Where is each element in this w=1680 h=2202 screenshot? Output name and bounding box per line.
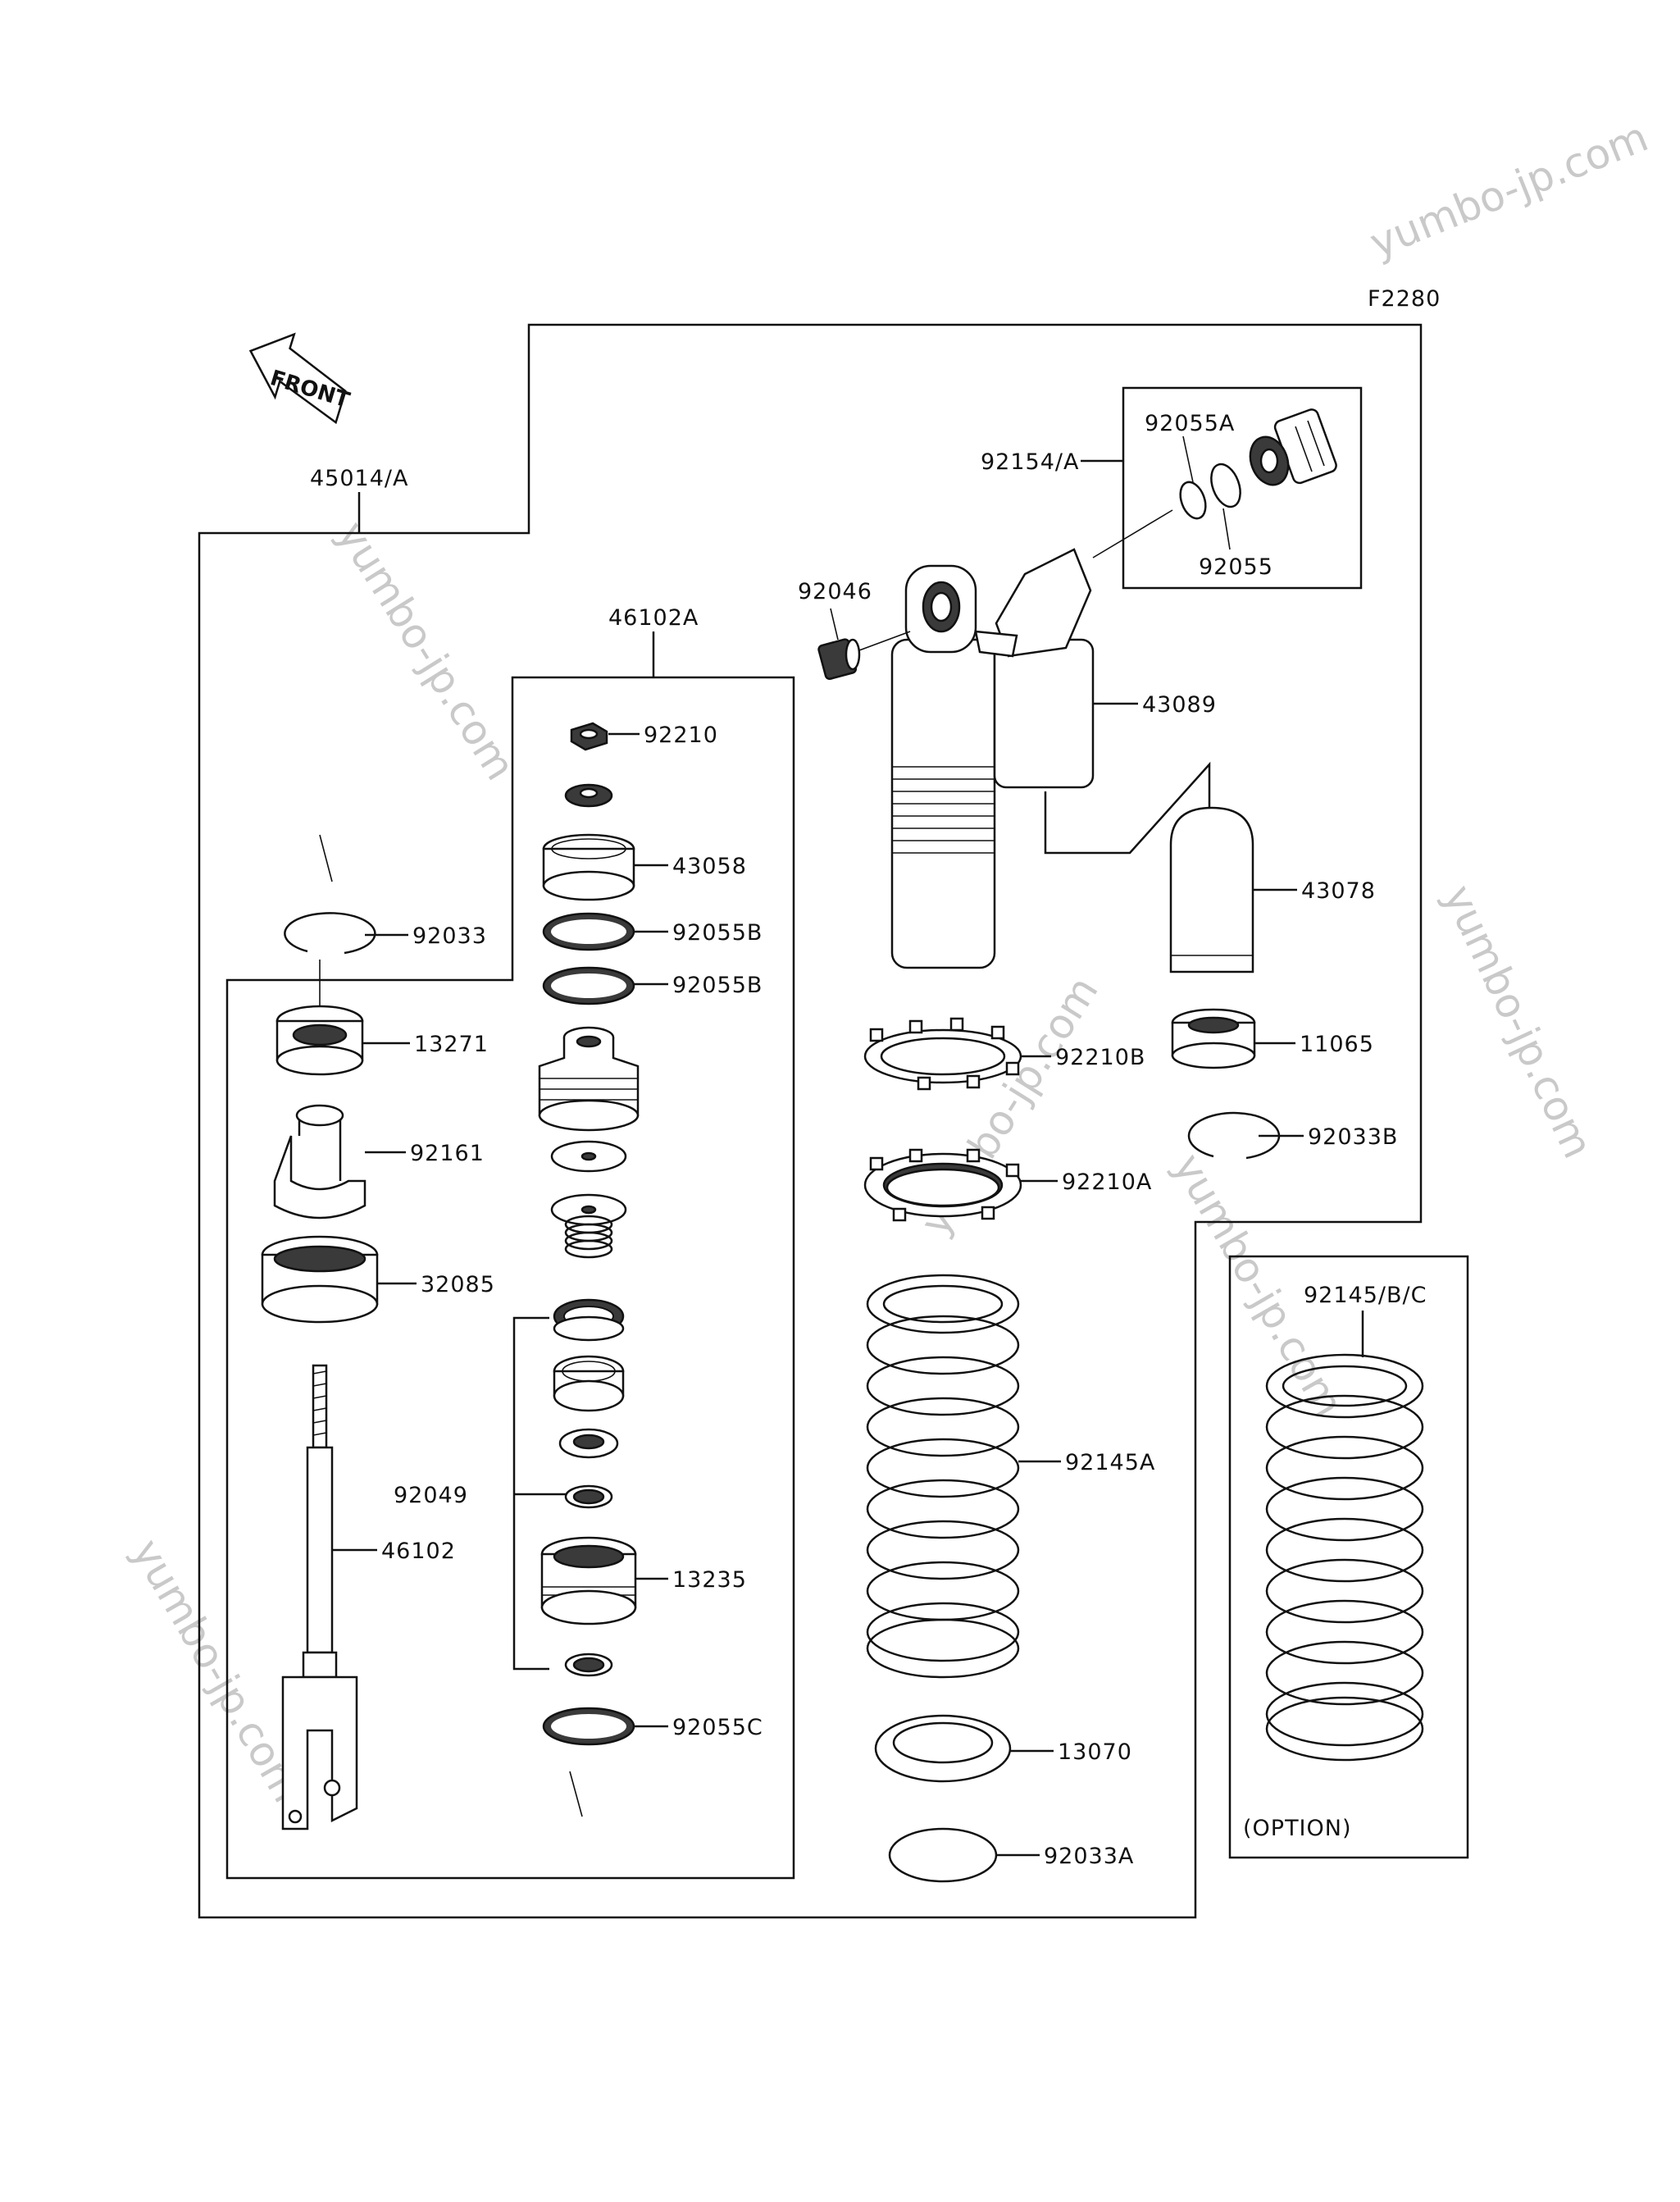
watermarks: yumbo-jp.com yumbo-jp.com yumbo-jp.com y…: [123, 113, 1655, 1811]
watermark-top-right: yumbo-jp.com: [1364, 113, 1655, 267]
front-arrow-icon: FRONT: [248, 332, 353, 425]
cap-13271: [275, 1005, 364, 1076]
label-92055B-1: 92055B: [672, 920, 763, 946]
washer-1: [564, 783, 613, 808]
label-92210A: 92210A: [1062, 1169, 1152, 1195]
assembly-outline-45014A: [198, 323, 1423, 1919]
circlip-92033: [284, 912, 376, 955]
spring-small: [564, 1215, 613, 1259]
label-43058: 43058: [672, 854, 747, 879]
sleeve-43058: [542, 833, 635, 901]
oring-92055A: [1179, 481, 1207, 520]
label-92145BC: 92145/B/C: [1304, 1283, 1427, 1308]
locknut-92210B: [863, 1017, 1022, 1091]
label-92055A: 92055A: [1145, 411, 1235, 436]
circlip-92033A: [888, 1827, 998, 1883]
label-92210B: 92210B: [1055, 1045, 1145, 1070]
spring-92145A: [866, 1274, 1020, 1679]
oring-92055C: [542, 1707, 635, 1746]
label-92055: 92055: [1199, 554, 1273, 580]
label-32085: 32085: [421, 1272, 495, 1297]
oring-92055: [1210, 463, 1241, 508]
diagram-code: F2280: [1368, 286, 1441, 312]
label-92161: 92161: [410, 1141, 485, 1166]
label-45014A: 45014/A: [310, 466, 408, 491]
label-92145A: 92145A: [1065, 1450, 1155, 1475]
ring-1: [553, 1298, 625, 1342]
ring-2: [553, 1355, 625, 1412]
watermark-right-mid: yumbo-jp.com: [1434, 878, 1602, 1165]
label-92046: 92046: [798, 579, 872, 604]
seal-small: [564, 1653, 613, 1677]
bearing-92046: [817, 638, 861, 681]
adjuster-knob-icon: [1249, 408, 1337, 486]
ring-3: [558, 1428, 619, 1459]
label-43089: 43089: [1142, 692, 1217, 718]
seal-92049: [564, 1484, 613, 1509]
label-92210: 92210: [644, 723, 718, 748]
piston-assembly: [538, 1026, 640, 1132]
circlip-92033B: [1187, 1111, 1281, 1160]
label-13070: 13070: [1058, 1739, 1132, 1765]
label-46102: 46102: [381, 1539, 456, 1564]
label-92154A: 92154/A: [981, 449, 1079, 475]
shim-2: [550, 1193, 627, 1226]
locknut-92210A: [863, 1148, 1022, 1222]
label-13235: 13235: [672, 1567, 747, 1593]
adjuster-box: [1122, 386, 1363, 590]
oring-92055B-2: [542, 966, 635, 1005]
oring-92055B-1: [542, 912, 635, 951]
cap-32085: [261, 1235, 379, 1324]
shock-body-43089: [890, 548, 1095, 969]
label-46102A: 46102A: [608, 605, 699, 631]
label-92033A: 92033A: [1044, 1844, 1134, 1869]
label-92033: 92033: [412, 923, 487, 949]
label-92055B-2: 92055B: [672, 973, 763, 998]
label-92055C: 92055C: [672, 1715, 763, 1740]
label-13271: 13271: [414, 1032, 489, 1057]
bladder-43078: [1169, 806, 1254, 973]
label-92049: 92049: [394, 1483, 468, 1508]
cap-11065: [1171, 1008, 1256, 1069]
label-11065: 11065: [1300, 1032, 1374, 1057]
seat-13070: [874, 1714, 1012, 1783]
spring-92145BC: [1265, 1353, 1424, 1762]
label-92033B: 92033B: [1308, 1124, 1398, 1150]
piston-rod-46102: [281, 1364, 358, 1830]
bushing-13235: [540, 1536, 637, 1625]
option-label: (OPTION): [1243, 1816, 1352, 1841]
assembly-outline-46102A: [225, 676, 795, 1880]
shim-1: [550, 1140, 627, 1173]
option-box: [1228, 1255, 1469, 1859]
watermark-upper-left: yumbo-jp.com: [328, 513, 525, 789]
label-43078: 43078: [1301, 878, 1376, 904]
